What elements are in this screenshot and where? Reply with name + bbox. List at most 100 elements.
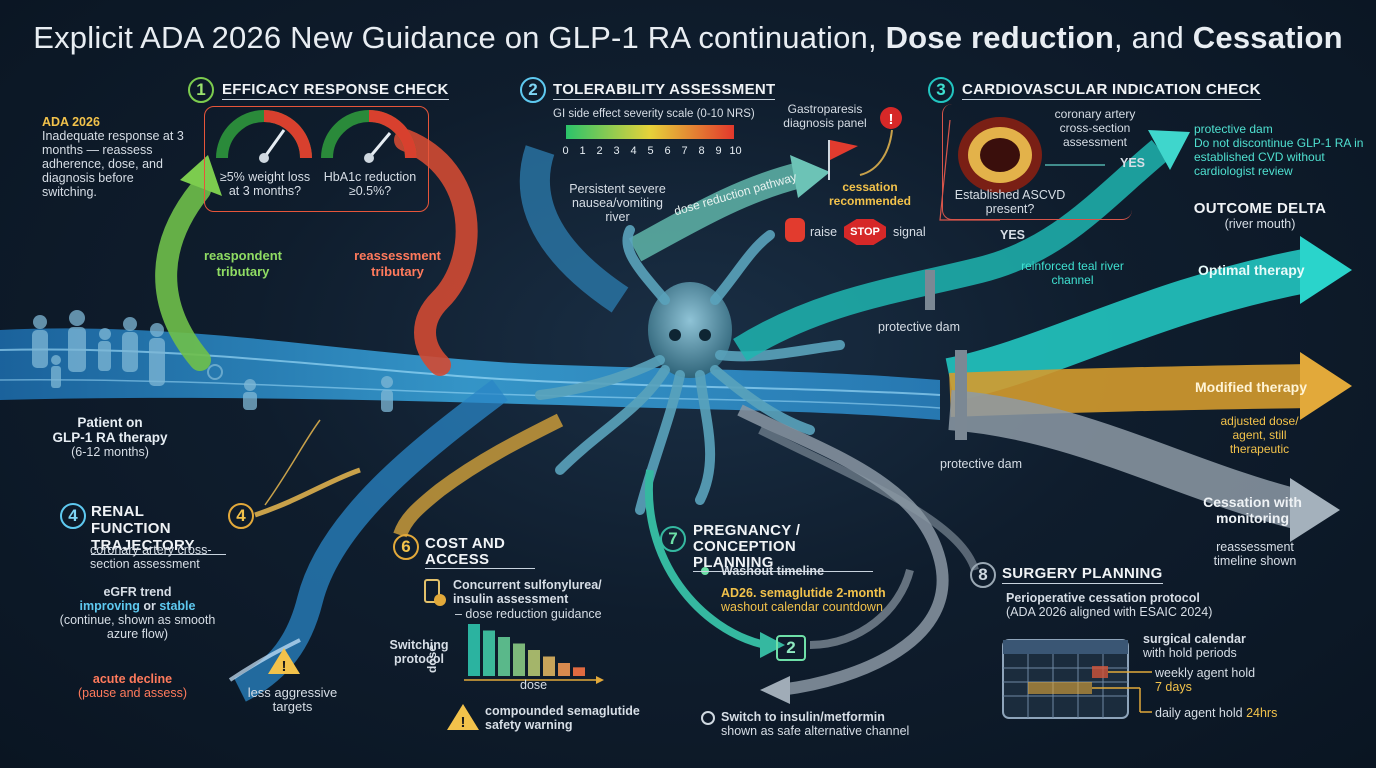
stop-sign: STOP (844, 219, 886, 245)
surgical-calendar-grid (1002, 639, 1152, 719)
pregnancy-heading: PREGNANCY / CONCEPTION PLANNING (693, 523, 873, 572)
ad26-note: AD26. semaglutide 2-month washout calend… (721, 586, 886, 614)
dose-axis-label: dose (425, 644, 440, 674)
outcome-delta-heading: OUTCOME DELTA (river mouth) (1193, 200, 1327, 231)
coronary-assessment-label: coronary artery cross-section assessment (1054, 107, 1136, 149)
coronary-artery-illustration (958, 117, 1042, 193)
raise-hand-icon (785, 218, 805, 242)
reassessment-tributary (394, 129, 478, 376)
optimal-therapy-label: Optimal therapy (1198, 262, 1305, 278)
severity-scale-label: GI side effect severity scale (0-10 NRS) (553, 108, 755, 120)
patient-label: Patient on GLP-1 RA therapy (6-12 months… (52, 415, 168, 459)
concurrent-sulfonylurea: Concurrent sulfonylurea/ insulin assessm… (453, 578, 602, 606)
svg-text:!: ! (889, 111, 894, 128)
weekly-hold: weekly agent hold 7 days (1155, 666, 1256, 694)
cardiovascular-heading: CARDIOVASCULAR INDICATION CHECK (962, 81, 1261, 100)
teal-channel (733, 140, 1169, 362)
octopus-illustration (535, 225, 845, 515)
reassessment-tributary-label: reassessment tributary (354, 248, 441, 279)
syringe-icon (701, 711, 715, 725)
dose-bar (513, 643, 525, 676)
nrs-tick: 10 (729, 145, 742, 157)
nausea-river-label: Persistent severe nausea/vomiting river (569, 182, 666, 224)
step-7-badge: 7 (660, 526, 686, 552)
cessation-monitoring-note: reassessment timeline shown (1213, 540, 1297, 568)
switch-note: Switch to insulin/metformin shown as saf… (721, 710, 910, 738)
teal-channel-label: reinforced teal river channel (1021, 259, 1124, 287)
protective-dam-label-2: protective dam (940, 457, 1022, 471)
svg-text:!: ! (461, 714, 466, 731)
yes-label-1: YES (1120, 156, 1146, 170)
gastroparesis-label: Gastroparesis diagnosis panel (783, 102, 867, 130)
ascvd-question: Established ASCVD present? (954, 188, 1066, 216)
dose-axis-arrow (596, 676, 604, 684)
modified-therapy-note: adjusted dose/ agent, still therapeutic (1220, 414, 1299, 456)
hba1c-gauge (321, 110, 417, 163)
calendar-countdown-icon: 2 (776, 635, 806, 661)
step-8-badge: 8 (970, 562, 996, 588)
nrs-tick: 6 (664, 145, 671, 157)
ada-note: ADA 2026 Inadequate response at 3 months… (42, 115, 184, 199)
nrs-tick: 9 (715, 145, 722, 157)
dose-bar (543, 656, 555, 676)
switching-protocol-label: Switching protocol (389, 638, 449, 666)
dose-bar (483, 630, 495, 676)
step-1-badge: 1 (188, 77, 214, 103)
weight-loss-label: ≥5% weight loss at 3 months? (219, 170, 311, 198)
protective-dam-note: protective dam Do not discontinue GLP-1 … (1194, 122, 1364, 178)
severity-scale-bar (566, 125, 734, 139)
cessation-monitoring-label: Cessation with monitoring (1203, 494, 1302, 526)
egfr-trend: eGFR trend improving or stable (continue… (59, 585, 216, 641)
patient-silhouettes (32, 310, 393, 412)
cost-access-heading: COST AND ACCESS (425, 536, 535, 569)
dose-bar (468, 624, 480, 676)
washout-timeline: Washout timeline (721, 564, 825, 578)
dose-bar (573, 667, 585, 676)
pill-bottle-icon (424, 579, 446, 606)
step-6-badge: 6 (393, 534, 419, 560)
modified-therapy-label: Modified therapy (1195, 379, 1308, 395)
compounded-warning: compounded semaglutide safety warning (485, 704, 640, 732)
acute-decline: acute decline (pause and assess) (77, 672, 188, 700)
nrs-tick: 7 (681, 145, 688, 157)
nrs-tick: 3 (613, 145, 620, 157)
dam-lower (955, 350, 967, 440)
respondent-tributary-label: reaspondent tributary (203, 248, 282, 279)
less-aggressive-targets: less aggressive targets (247, 685, 338, 714)
renal-heading: RENAL FUNCTION TRAJECTORY (91, 503, 226, 555)
dose-bar (558, 663, 570, 676)
step-3-badge: 3 (928, 77, 954, 103)
protective-dam-label-1: protective dam (878, 320, 960, 334)
cardiovascular-panel (942, 104, 1132, 220)
nrs-tick: 5 (647, 145, 654, 157)
alert-icon (880, 107, 902, 129)
step-4-connector-badge: 4 (228, 503, 254, 529)
tolerability-heading: TOLERABILITY ASSESSMENT (553, 81, 776, 100)
svg-text:!: ! (282, 658, 287, 675)
surgical-calendar-label: surgical calendar with hold periods (1143, 632, 1246, 660)
page-title: Explicit ADA 2026 New Guidance on GLP-1 … (33, 20, 1343, 55)
renal-sub: coronary artery cross-section assessment (90, 543, 212, 571)
dam-upper (925, 270, 935, 310)
red-flag-icon (828, 140, 858, 180)
signal-label: signal (893, 225, 926, 239)
efficacy-panel (204, 106, 429, 212)
weight-loss-gauge (216, 110, 312, 163)
dose-reduction-guidance: – dose reduction guidance (455, 607, 602, 621)
perioperative-protocol: Perioperative cessation protocol (ADA 20… (1006, 591, 1213, 619)
efficacy-heading: EFFICACY RESPONSE CHECK (222, 81, 449, 100)
yes-label-2: YES (1000, 228, 1026, 242)
dose-bar (528, 650, 540, 676)
dose-bar (498, 637, 510, 676)
nrs-tick: 2 (596, 145, 603, 157)
cessation-recommended-label: cessation recommended (828, 180, 912, 208)
daily-hold: daily agent hold 24hrs (1155, 706, 1278, 720)
nrs-tick: 8 (698, 145, 705, 157)
dose-bar-chart (464, 624, 604, 684)
renal-warning-icon: ! (268, 648, 300, 675)
dose-x-label: dose (520, 678, 548, 692)
nrs-tick: 4 (630, 145, 637, 157)
nrs-tick: 0 (562, 145, 569, 157)
